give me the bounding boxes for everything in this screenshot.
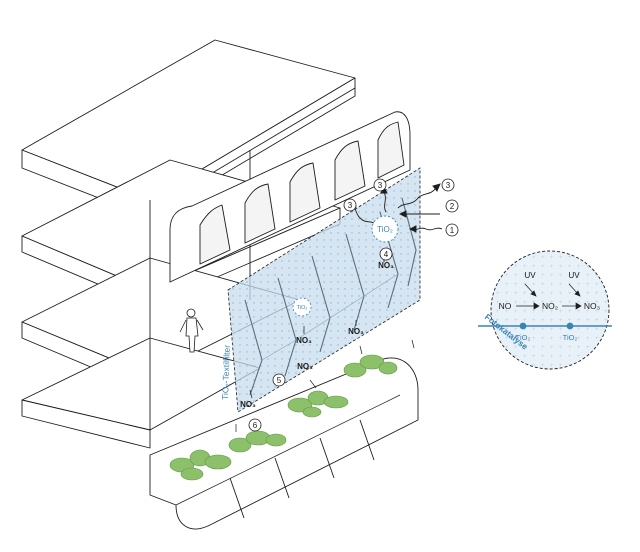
callout-4: 4 <box>379 247 393 261</box>
person-figure <box>179 308 204 353</box>
no3-label-2: NO₃ <box>348 327 364 336</box>
no3-label-3: NO₃ <box>296 336 312 345</box>
uv-label-left: UV <box>524 271 536 280</box>
svg-text:3: 3 <box>378 181 383 190</box>
catalyst-node-left <box>519 322 527 330</box>
no3-label-1: NO₃ <box>378 261 394 270</box>
no3-label-4: NO₃ <box>297 362 313 371</box>
svg-text:3: 3 <box>446 181 451 190</box>
svg-text:1: 1 <box>450 226 455 235</box>
tio2-bubble-large: TiO₂ <box>371 215 399 243</box>
tio2-label-large: TiO₂ <box>377 225 393 234</box>
tio2-inset-left: TiO₂ <box>516 333 531 342</box>
plant-cluster <box>169 354 398 481</box>
callout-3-right: 3 <box>441 178 455 192</box>
photocatalysis-inset: UV UV NO NO₂ NO₃ TiO₂ TiO₂ Fotokatalyse <box>478 250 612 370</box>
no-label: NO <box>499 301 512 311</box>
no2-label: NO₂ <box>542 301 558 311</box>
planter-vegetation <box>169 354 398 481</box>
svg-text:2: 2 <box>450 202 455 211</box>
callout-3-left: 3 <box>343 198 357 212</box>
callout-2: 2 <box>445 199 459 213</box>
callout-5: 5 <box>272 373 286 387</box>
catalyst-node-right <box>566 322 574 330</box>
uv-arrows <box>524 283 581 297</box>
tio2-label-small: TiO₂ <box>297 305 308 311</box>
svg-text:3: 3 <box>348 201 353 210</box>
no3-label-inset: NO₃ <box>584 301 600 311</box>
textile-filter-label: TiO₂-Textilfilter <box>220 345 232 400</box>
reaction-arrows <box>516 302 582 310</box>
callout-3-top: 3 <box>373 178 387 192</box>
no3-drip-arrows <box>235 320 415 432</box>
callout-6: 6 <box>248 418 262 432</box>
no3-label-5: NO₃ <box>240 400 256 409</box>
uv-label-right: UV <box>568 271 580 280</box>
svg-text:4: 4 <box>384 250 389 259</box>
svg-text:6: 6 <box>253 421 258 430</box>
tio2-inset-right: TiO₂ <box>563 333 578 342</box>
tio2-bubble-small: TiO₂ <box>292 297 312 317</box>
svg-text:5: 5 <box>277 376 282 385</box>
callout-1: 1 <box>445 223 459 237</box>
